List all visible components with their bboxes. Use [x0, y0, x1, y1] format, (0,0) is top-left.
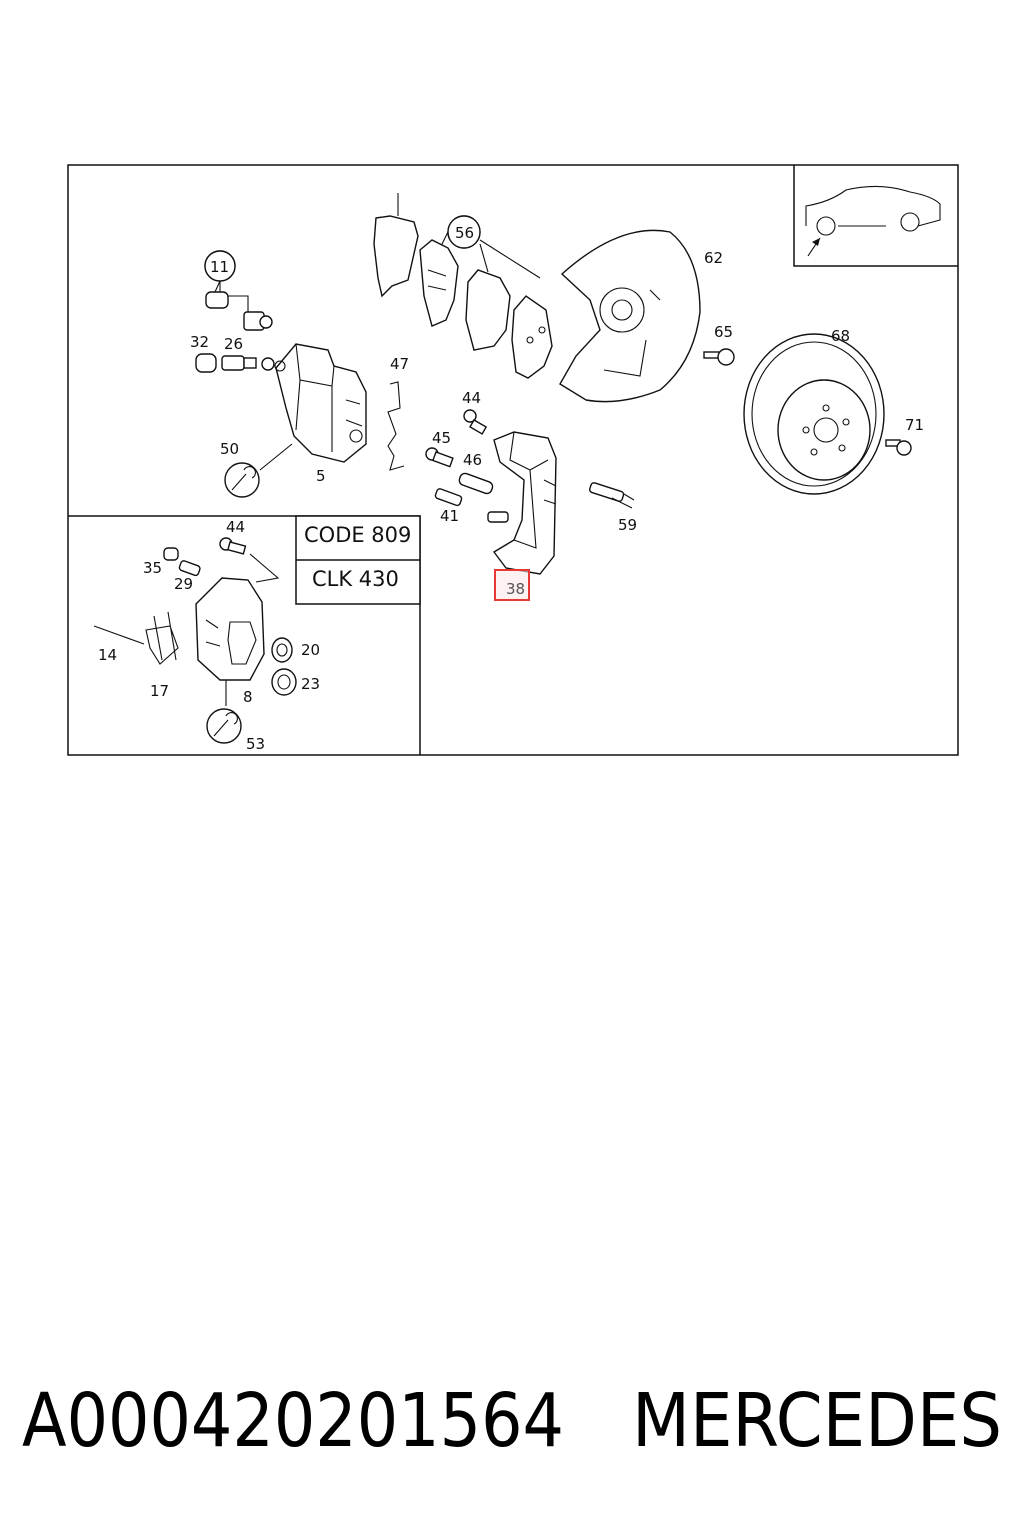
label-47[interactable]: 47 [390, 355, 409, 373]
bolt-45-part [425, 447, 454, 468]
sleeve-46-part [458, 472, 494, 495]
label-56[interactable]: 56 [455, 224, 474, 242]
label-71[interactable]: 71 [905, 416, 924, 434]
inset-torque-wrench-icon [206, 708, 242, 744]
label-38[interactable]: 38 [506, 580, 525, 598]
label-32[interactable]: 32 [190, 333, 209, 351]
torque-wrench-icon [224, 462, 260, 498]
label-5[interactable]: 5 [316, 467, 326, 485]
label-23[interactable]: 23 [301, 675, 320, 693]
label-44-inset[interactable]: 44 [226, 518, 245, 536]
label-62[interactable]: 62 [704, 249, 723, 267]
label-41[interactable]: 41 [440, 507, 459, 525]
inset-screw-35-part [163, 547, 179, 561]
vehicle-thumbnail [793, 165, 958, 267]
inset-screw-29-part [178, 560, 201, 577]
guide-pin-part [195, 353, 275, 373]
label-20[interactable]: 20 [301, 641, 320, 659]
callout-circle-56 [447, 215, 481, 249]
label-45[interactable]: 45 [432, 429, 451, 447]
caliper-carrier-part [487, 431, 557, 575]
inset-pad-retainer-17-part [145, 611, 179, 665]
bolt-44-part [463, 409, 488, 435]
label-44-main[interactable]: 44 [462, 389, 481, 407]
label-53[interactable]: 53 [246, 735, 265, 753]
splash-shield-part [559, 229, 701, 403]
label-68[interactable]: 68 [831, 327, 850, 345]
label-11[interactable]: 11 [210, 258, 229, 276]
screw-71-part [885, 439, 912, 456]
label-29[interactable]: 29 [174, 575, 193, 593]
diagram-frame [67, 164, 959, 756]
inset-pin-14-part [93, 625, 145, 645]
label-17[interactable]: 17 [150, 682, 169, 700]
label-46[interactable]: 46 [463, 451, 482, 469]
model-text: CLK 430 [312, 567, 399, 591]
inset-caliper-8-part [195, 577, 265, 706]
highlight-box-38 [494, 569, 530, 601]
code-box: CODE 809 CLK 430 [295, 515, 421, 605]
label-65[interactable]: 65 [714, 323, 733, 341]
callout-circle-11 [204, 250, 236, 282]
label-14[interactable]: 14 [98, 646, 117, 664]
spring-clip-part [387, 381, 405, 471]
brand-name: MERCEDES [632, 1378, 1002, 1464]
label-26[interactable]: 26 [224, 335, 243, 353]
bolt-65-part [703, 348, 735, 366]
inset-bolt-44-part [219, 537, 247, 555]
inset-leader [249, 553, 280, 583]
label-8[interactable]: 8 [243, 688, 253, 706]
inset-seal-20-part [271, 637, 293, 663]
part-number: A000420201564 [22, 1378, 564, 1464]
wear-sensor-part [588, 482, 635, 509]
pin-41-part [434, 488, 463, 507]
inset-seal-23-part [271, 668, 297, 696]
code-text: CODE 809 [304, 523, 411, 547]
label-35[interactable]: 35 [143, 559, 162, 577]
label-59[interactable]: 59 [618, 516, 637, 534]
label-50[interactable]: 50 [220, 440, 239, 458]
caliper-part [259, 343, 367, 471]
brake-disc-part [743, 333, 885, 495]
